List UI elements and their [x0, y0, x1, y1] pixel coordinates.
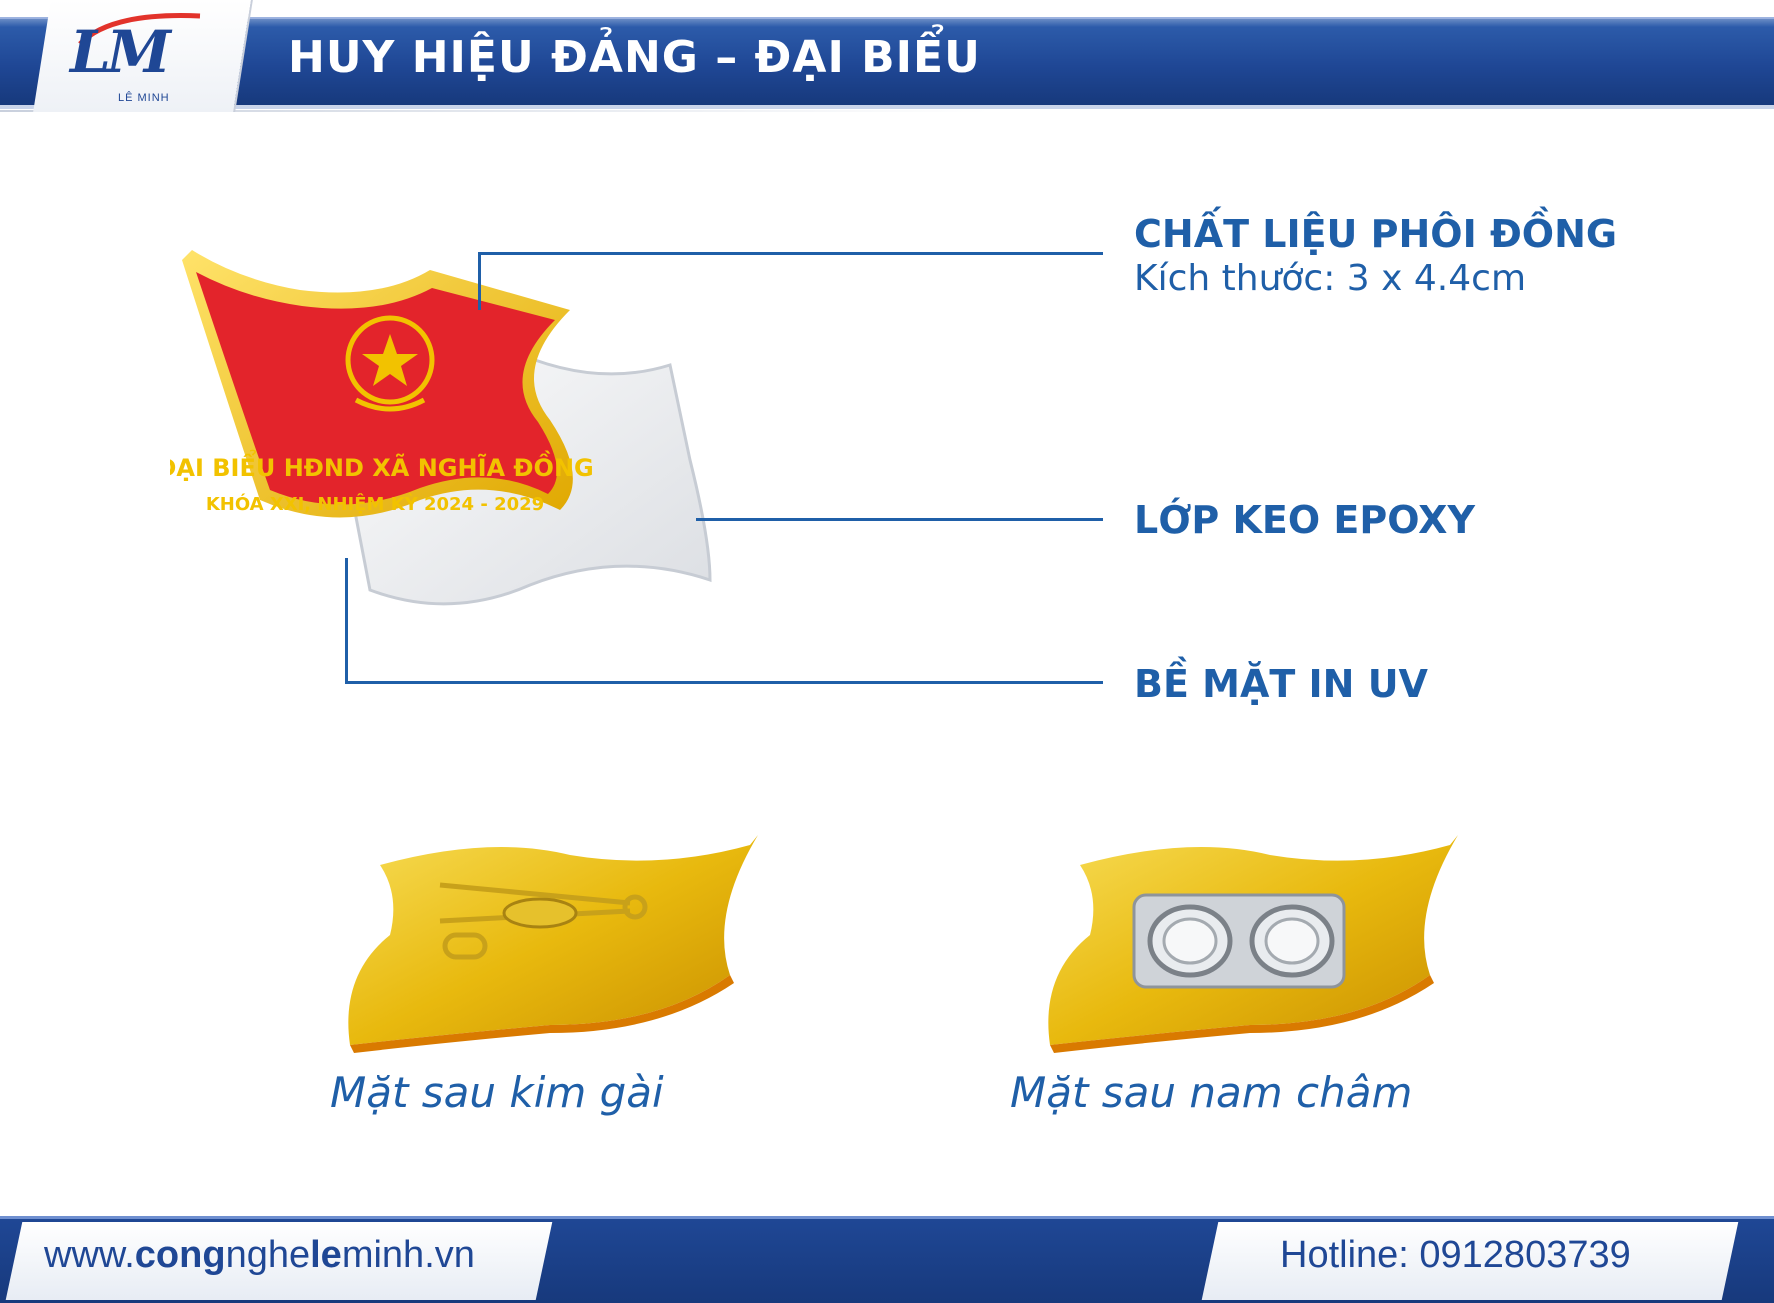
url-prefix: www.	[44, 1234, 135, 1276]
magnet-icon	[1132, 893, 1346, 989]
callout-line-material-drop	[478, 252, 481, 310]
callout-line-uv-drop	[345, 558, 348, 683]
url-bold-2: le	[310, 1234, 342, 1276]
footer-hotline[interactable]: Hotline: 0912803739	[1280, 1234, 1631, 1276]
header-shine	[0, 17, 1774, 27]
logo-swoosh-icon	[78, 13, 201, 46]
callout-material-size: Kích thước: 3 x 4.4cm	[1134, 258, 1527, 299]
callout-line-uv	[345, 681, 1103, 684]
url-plain-1: nghe	[225, 1234, 311, 1276]
badge-illustration: ĐẠI BIỂU HĐND XÃ NGHĨA ĐỒNG KHÓA XXI, NH…	[170, 250, 712, 606]
header-band	[0, 17, 1774, 109]
caption-magnet: Mặt sau nam châm	[1010, 1068, 1413, 1117]
emblem-icon	[345, 315, 435, 405]
url-suffix: .vn	[424, 1234, 475, 1276]
callout-line-material	[478, 252, 1103, 255]
logo-subtitle: LÊ MINH	[118, 92, 170, 104]
logo-initials: LM	[70, 18, 171, 86]
header-underline	[0, 110, 990, 112]
badge-line1: ĐẠI BIỂU HĐND XÃ NGHĨA ĐỒNG	[170, 448, 594, 482]
footer-website-link[interactable]: www.congngheleminh.vn	[44, 1234, 475, 1277]
back-magnet-image	[1048, 835, 1458, 1053]
flag-red	[196, 272, 557, 505]
callout-material-title: CHẤT LIỆU PHÔI ĐỒNG	[1134, 212, 1618, 256]
callout-epoxy-title: LỚP KEO EPOXY	[1134, 498, 1475, 542]
caption-safety-pin: Mặt sau kim gài	[330, 1068, 664, 1117]
back-safety-pin-image	[348, 835, 758, 1053]
badge-line2: KHÓA XXI, NHIỆM KỲ 2024 - 2029	[206, 493, 544, 515]
callout-uv-title: BỀ MẶT IN UV	[1134, 662, 1428, 706]
safety-pin-icon	[439, 882, 648, 960]
callout-line-epoxy	[696, 518, 1103, 521]
url-bold-1: cong	[134, 1234, 226, 1276]
url-plain-2: minh	[341, 1234, 425, 1276]
page-title: HUY HIỆU ĐẢNG – ĐẠI BIỂU	[288, 32, 981, 83]
